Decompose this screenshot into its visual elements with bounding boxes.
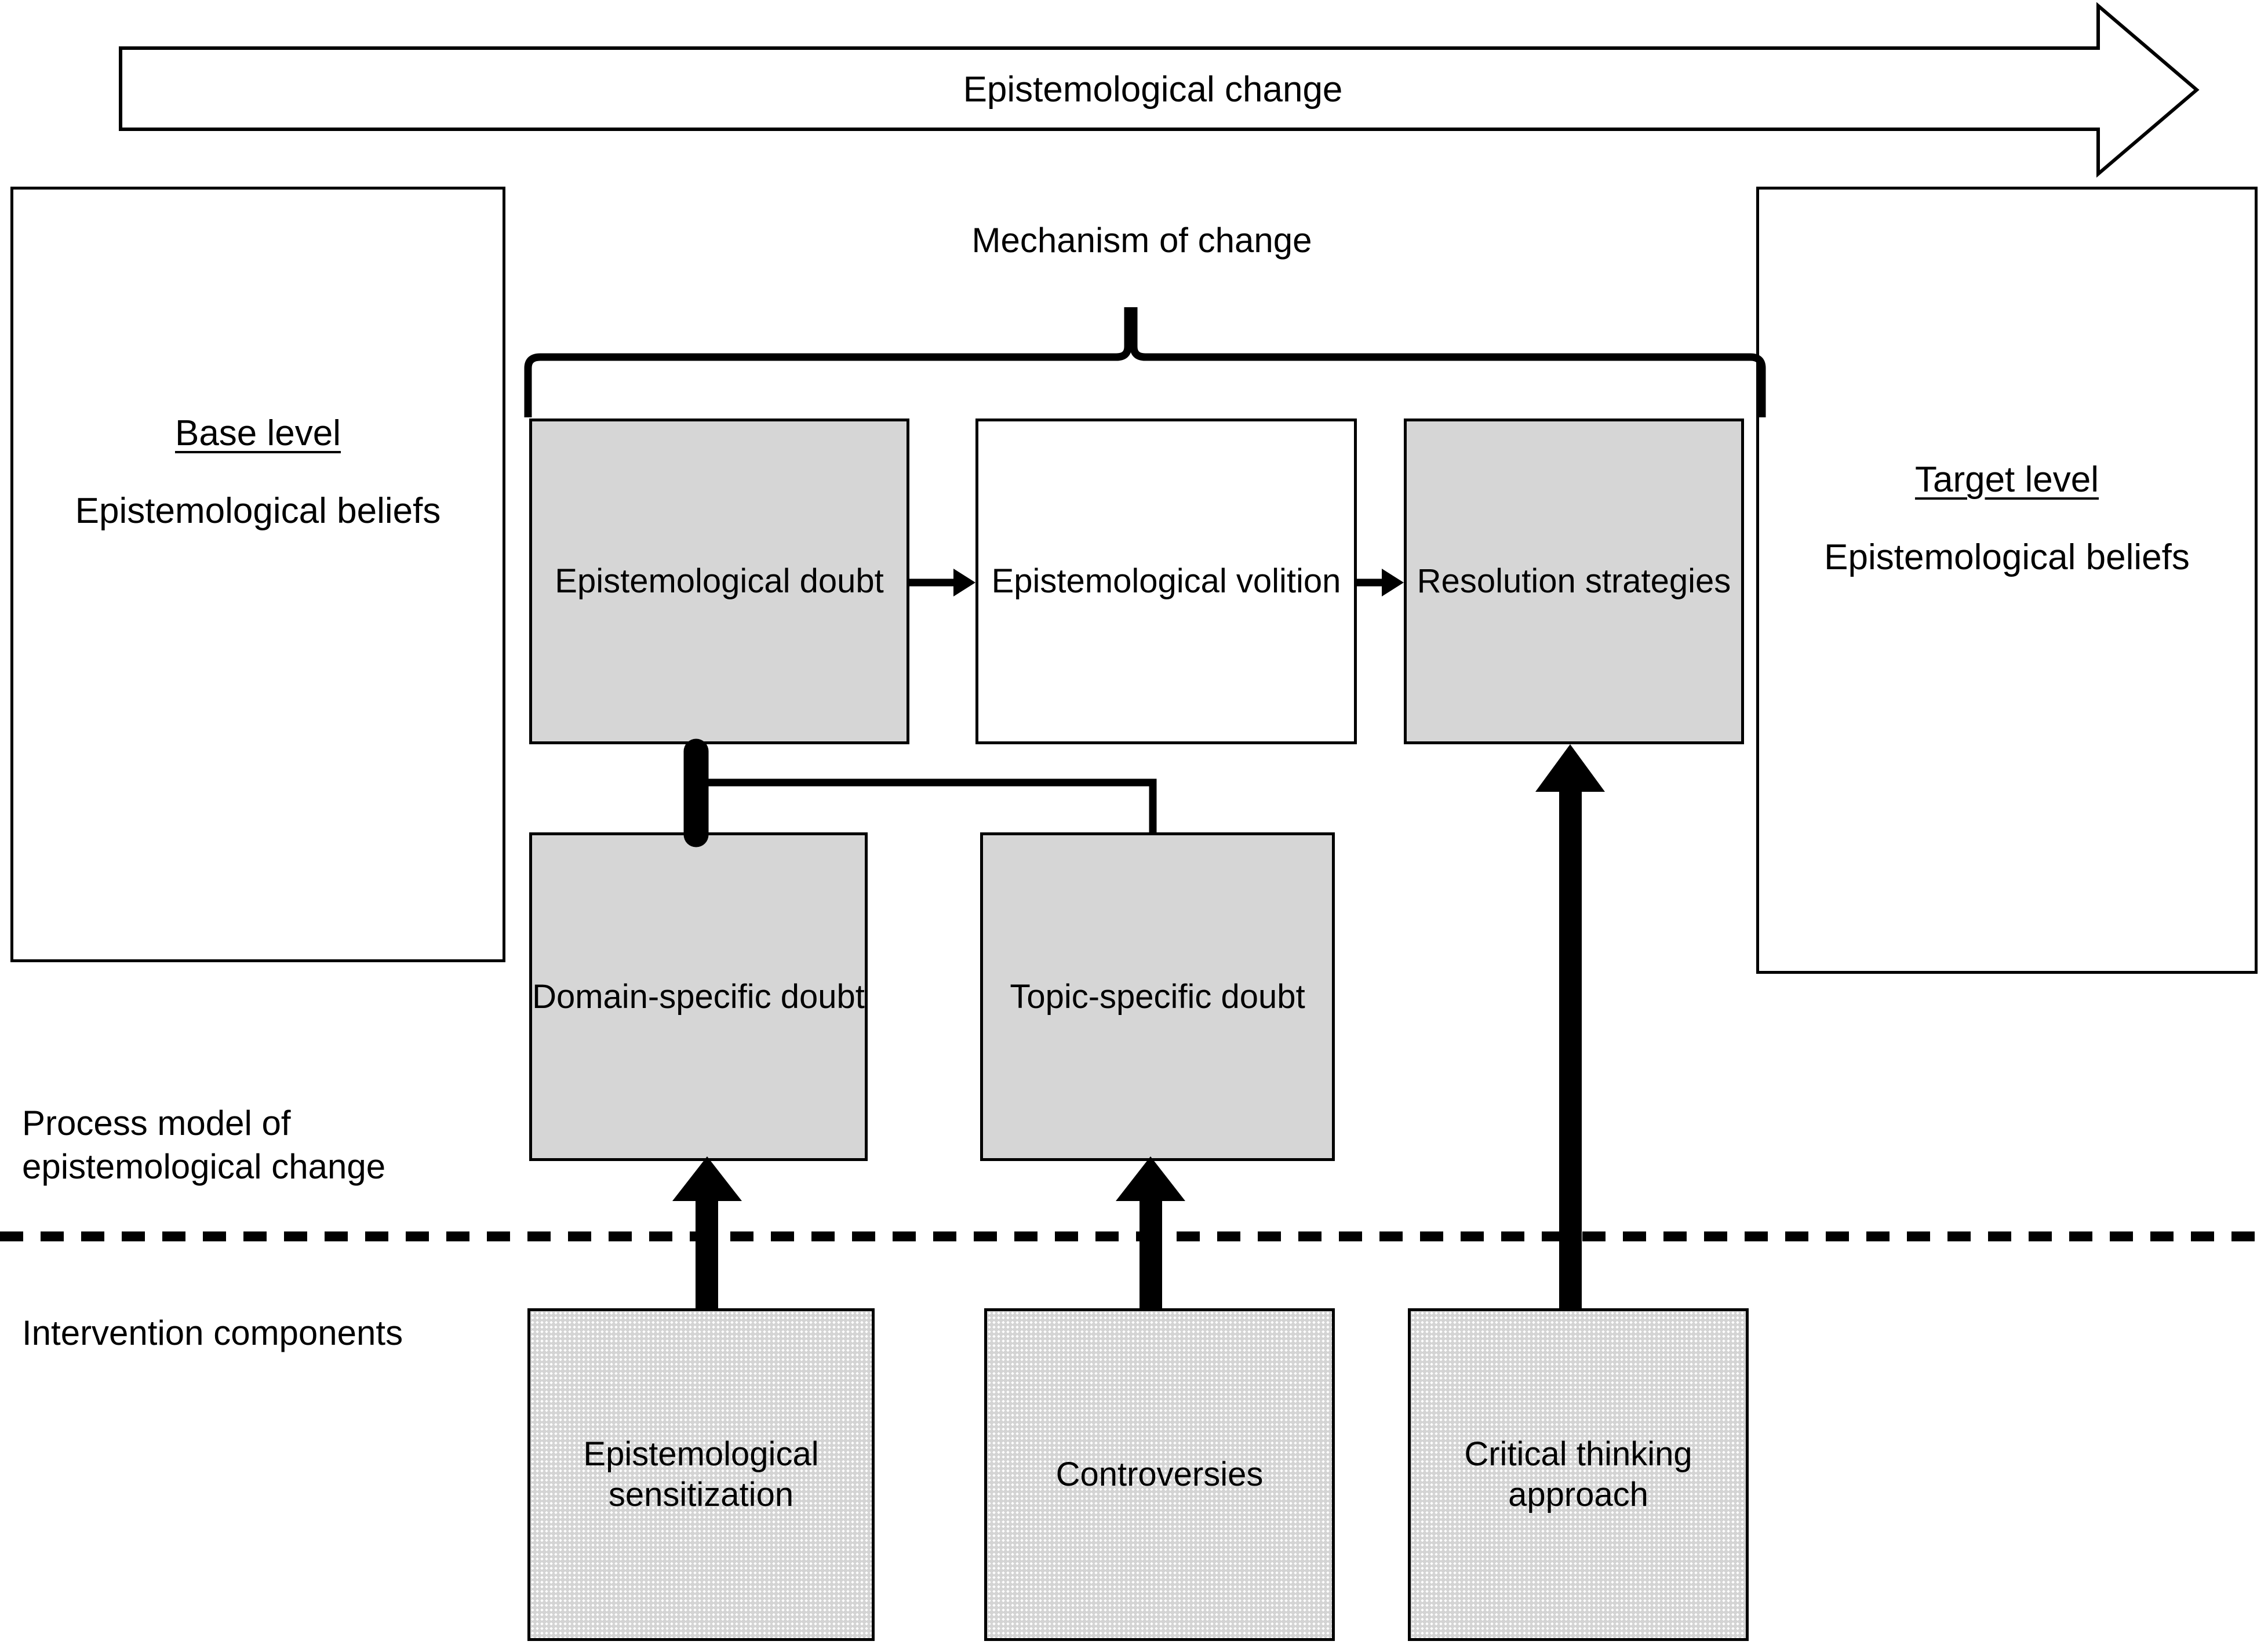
target-level-subtitle: Epistemological beliefs <box>1824 537 2190 577</box>
box-controversies-label: Controversies <box>1055 1455 1264 1494</box>
curly-brace-icon <box>524 307 1766 417</box>
mechanism-of-change-label: Mechanism of change <box>971 221 1312 260</box>
arrow-volition-to-resolution <box>1357 569 1404 596</box>
base-level-panel: Base level Epistemological beliefs <box>10 187 505 962</box>
arrow-sensitization-to-domain-doubt <box>672 1156 742 1308</box>
arrow-controversies-to-topic-doubt <box>1116 1156 1185 1308</box>
target-level-title: Target level <box>1914 460 2099 500</box>
box-domain-specific-doubt[interactable]: Domain-specific doubt <box>529 832 868 1161</box>
base-level-subtitle: Epistemological beliefs <box>75 491 441 531</box>
process-model-label: Process model of epistemological change <box>22 1104 386 1186</box>
box-epistemological-sensitization-label: Epistemological sensitization <box>583 1435 819 1513</box>
box-resolution-strategies-label: Resolution strategies <box>1417 562 1731 601</box>
box-epistemological-doubt-label: Epistemological doubt <box>555 562 884 601</box>
box-topic-specific-doubt-label: Topic-specific doubt <box>1010 977 1305 1016</box>
box-epistemological-volition-label: Epistemological volition <box>991 562 1341 601</box>
box-critical-thinking-approach[interactable]: Critical thinking approach <box>1408 1308 1749 1641</box>
connector-doubt-to-topic <box>696 778 1157 832</box>
box-epistemological-volition[interactable]: Epistemological volition <box>975 419 1357 744</box>
target-level-panel: Target level Epistemological beliefs <box>1756 187 2258 974</box>
arrow-critical-thinking-to-resolution <box>1535 744 1605 1308</box>
box-domain-specific-doubt-label: Domain-specific doubt <box>532 977 865 1016</box>
epistemological-change-arrow <box>119 2 2200 178</box>
arrow-doubt-to-volition <box>909 569 975 596</box>
box-controversies[interactable]: Controversies <box>984 1308 1335 1641</box>
box-topic-specific-doubt[interactable]: Topic-specific doubt <box>980 832 1335 1161</box>
banner-label: Epistemological change <box>963 70 1343 110</box>
box-epistemological-sensitization[interactable]: Epistemological sensitization <box>527 1308 875 1641</box>
box-epistemological-doubt[interactable]: Epistemological doubt <box>529 419 909 744</box>
box-critical-thinking-approach-label: Critical thinking approach <box>1464 1435 1692 1513</box>
intervention-components-label: Intervention components <box>22 1313 403 1352</box>
box-resolution-strategies[interactable]: Resolution strategies <box>1404 419 1744 744</box>
base-level-title: Base level <box>174 413 341 453</box>
